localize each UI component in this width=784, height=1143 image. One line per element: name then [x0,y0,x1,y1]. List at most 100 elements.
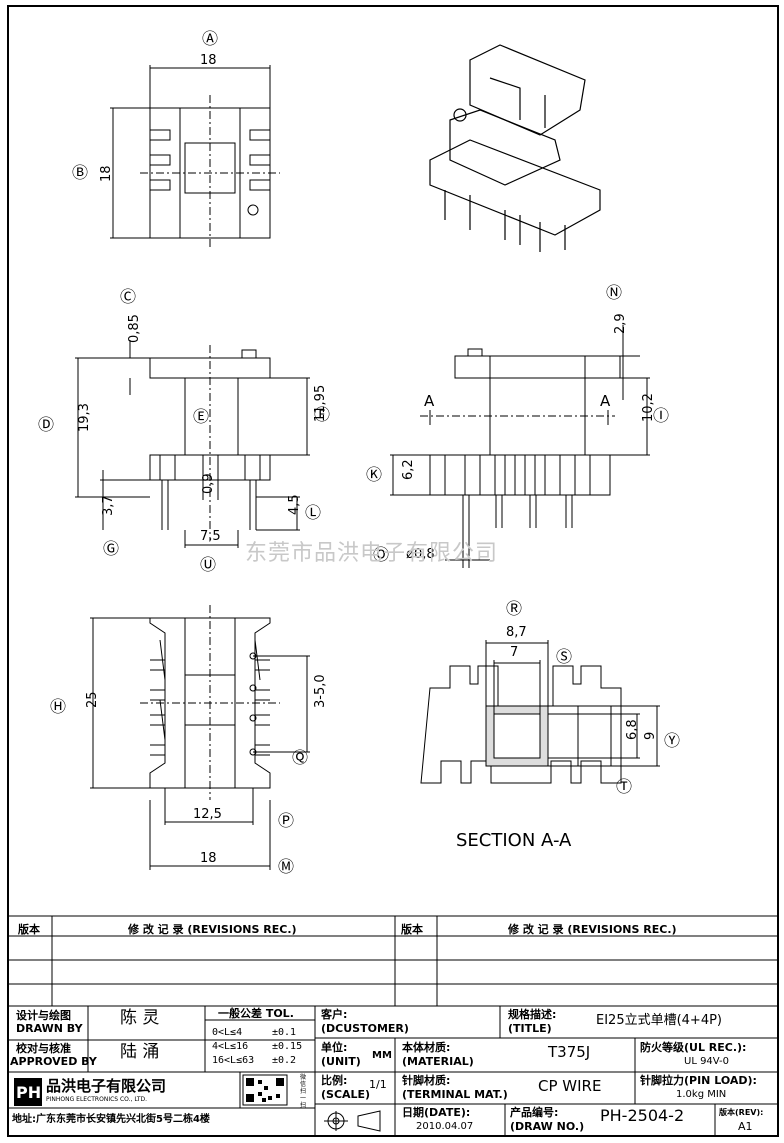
unit-value: MM [372,1050,392,1061]
rev-col-record-1: 修 改 记 录 (REVISIONS REC.) [128,923,297,936]
dim-label-d: Ⓓ [38,415,54,434]
rev-value: A1 [738,1120,753,1133]
company-address: 地址:广东东莞市长安镇先兴北街5号二栋4楼 [12,1114,210,1125]
dim-label-l: Ⓛ [305,503,321,522]
tol-range-1: 0<L≤4 [212,1027,243,1038]
ul-label: 防火等级(UL REC.): [640,1041,747,1054]
dim-label-f: Ⓕ [314,405,330,424]
dim-label-q: Ⓠ [292,748,308,767]
company-name: 品洪电子有限公司 [46,1077,167,1095]
terminal-label: 针脚材质: [402,1074,451,1087]
title-value: EI25立式单槽(4+4P) [596,1013,723,1028]
projection-symbol [324,1110,381,1132]
terminal-label-en: (TERMINAL MAT.) [402,1088,508,1101]
dim-c: 0,85 [127,314,142,343]
company-logo: PH [14,1078,42,1106]
dim-e: 0,9 [201,473,216,494]
unit-label: 单位: [321,1041,348,1054]
customer-label-en: (DCUSTOMER) [321,1022,409,1035]
title-block-grid [7,1005,779,1137]
dim-label-m: Ⓜ [278,857,294,876]
tolerance-title: 一般公差 TOL. [218,1007,294,1020]
dim-t: 6,8 [625,719,640,740]
terminal-value: CP WIRE [538,1077,602,1095]
section-view [420,640,660,784]
title-label: 规格描述: [508,1008,557,1021]
dim-top-width: 18 [200,53,217,68]
svg-text:PH: PH [16,1083,41,1102]
dim-pin: ø0,8 [406,547,435,562]
dim-q: 3-5,0 [313,674,328,708]
dim-label-e: Ⓔ [193,407,209,426]
title-label-en: (TITLE) [508,1022,552,1035]
dim-label-s: Ⓢ [556,647,572,666]
dim-label-h: Ⓗ [50,697,66,716]
watermark: 东莞市品洪电子有限公司 [245,541,499,566]
dim-d: 19,3 [77,403,92,432]
dim-l: 4,5 [287,494,302,515]
scale-value: 1/1 [369,1078,387,1091]
approver-label: 校对与核准 [16,1042,71,1055]
dim-label-r: Ⓡ [506,599,522,618]
tol-val-2: ±0.15 [272,1041,303,1052]
dim-s: 7 [510,645,518,660]
customer-label: 客户: [321,1008,348,1021]
qr-caption: 微信扫一扫 [300,1074,307,1109]
drawno-label: 产品编号: [510,1106,559,1119]
iso-view [429,44,601,252]
material-label: 本体材质: [402,1041,451,1054]
dim-top-height: 18 [99,165,114,182]
designer-label-en: DRAWN BY [16,1022,83,1035]
date-value: 2010.04.07 [416,1121,474,1132]
section-caption: SECTION A-A [456,830,572,851]
dim-h: 25 [85,691,100,708]
designer-name: 陈 灵 [120,1008,160,1028]
dim-k: 6,2 [401,459,416,480]
designer-label: 设计与绘图 [16,1009,71,1022]
dim-label-c: Ⓒ [120,287,136,306]
dim-label-n: Ⓝ [606,283,622,302]
dim-label-i: Ⓘ [653,406,669,425]
section-marker-left: A [424,392,435,410]
tol-val-3: ±0.2 [272,1055,297,1066]
dim-label-p: Ⓟ [278,811,294,830]
rev-col-version-1: 版本 [18,923,40,936]
dim-label-g: Ⓖ [103,539,119,558]
dim-label-o: Ⓞ [373,545,389,564]
drawno-label-en: (DRAW NO.) [510,1120,585,1133]
material-value: T375J [548,1043,591,1061]
top-view [110,65,280,250]
dim-i: 10,2 [641,393,656,422]
side-view [390,325,650,568]
dim-ud: 7,5 [200,529,221,544]
section-marker-right: A [600,392,611,410]
front-view [75,340,310,548]
approver-name: 陆 涌 [120,1042,160,1062]
pinload-value: 1.0kg MIN [676,1089,727,1100]
rev-label: 版本(REV): [719,1108,764,1117]
ul-value: UL 94V-0 [684,1056,730,1067]
date-label: 日期(DATE): [402,1106,471,1119]
qr-pattern [246,1078,284,1102]
scale-label: 比例: [321,1074,348,1087]
dim-label-y: Ⓨ [664,731,680,750]
bottom-view [90,605,310,870]
dim-label-a: Ⓐ [202,29,218,48]
dim-label-u: Ⓤ [200,555,216,574]
approver-label-en: APPROVED BY [10,1055,97,1068]
dim-y: 9 [643,732,658,740]
material-label-en: (MATERIAL) [402,1055,474,1068]
scale-label-en: (SCALE) [321,1088,371,1101]
drawno-value: PH-2504-2 [600,1106,685,1125]
dim-label-b: Ⓑ [72,163,88,182]
dim-label-k: Ⓚ [366,465,382,484]
qr-code [242,1074,288,1106]
tol-range-2: 4<L≤16 [212,1041,249,1052]
unit-label-en: (UNIT) [321,1055,361,1068]
dim-n: 2,9 [613,313,628,334]
tol-range-3: 16<L≤63 [212,1055,255,1066]
tol-val-1: ±0.1 [272,1027,297,1038]
dim-m: 18 [200,851,217,866]
company-name-en: PINHONG ELECTRONICS CO., LTD. [46,1096,148,1103]
